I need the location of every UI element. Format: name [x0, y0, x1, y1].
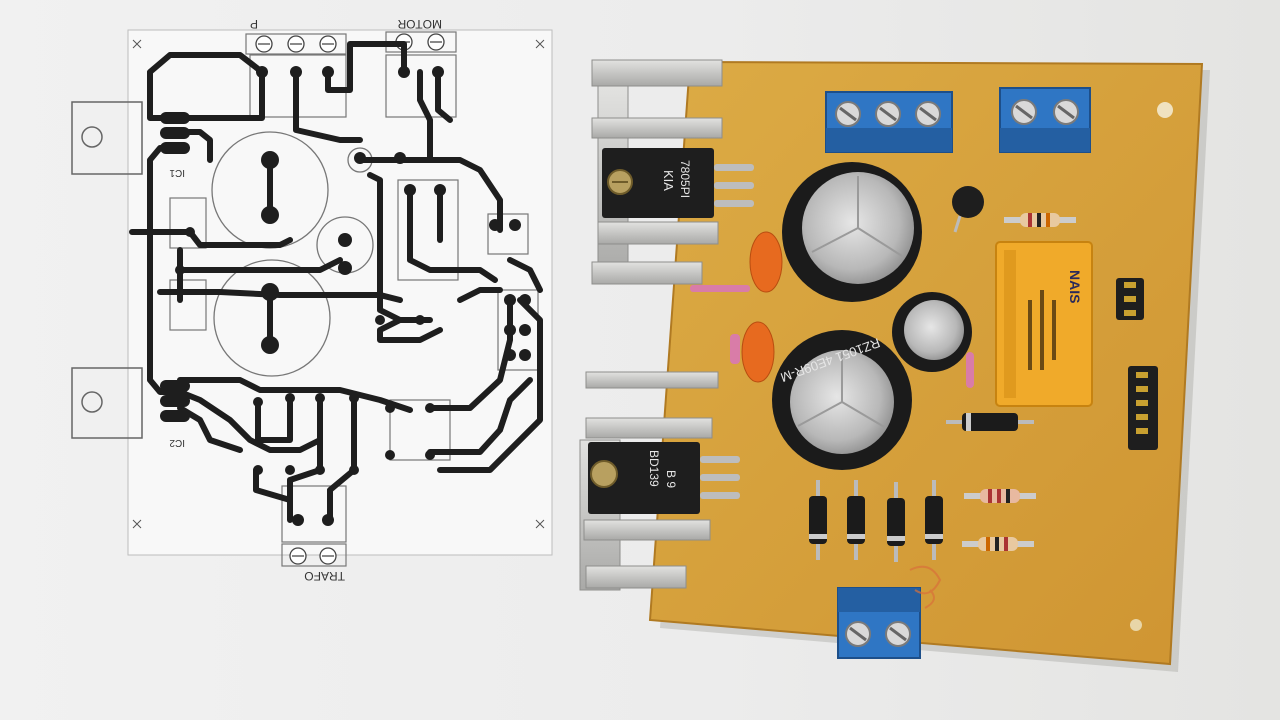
small-transistor — [952, 186, 984, 233]
terminal-block-3pin — [825, 91, 953, 153]
schematic-label-ic2: IC2 — [169, 437, 185, 448]
schematic-paper: P MOTOR TRAFO IC1 IC2 — [71, 17, 553, 583]
relay: NAIS — [995, 241, 1093, 407]
schematic-label-p: P — [250, 17, 258, 31]
electrolytic-capacitor-small — [892, 292, 974, 388]
reg-top-marking-2: 7805PI — [678, 160, 692, 198]
schematic-label-ic1: IC1 — [169, 167, 185, 178]
pcb-board: KIA 7805PI BD139 B 9 — [579, 59, 1210, 672]
marker-scribble — [909, 565, 942, 609]
pcb-pads — [160, 66, 531, 526]
pin-header-3 — [1116, 278, 1144, 320]
terminal-block-2pin-top — [999, 87, 1091, 153]
voltage-regulator-bottom: BD139 B 9 — [588, 442, 740, 514]
regulator-footprints — [71, 101, 143, 439]
electrolytic-capacitor-bottom: RZ1051 4E09R-M — [772, 330, 912, 470]
schematic-label-trafo: TRAFO — [304, 569, 345, 583]
film-capacitors — [690, 231, 783, 383]
mount-hole — [1130, 619, 1142, 631]
reg-bottom-marking-2: B 9 — [664, 470, 678, 488]
mount-hole — [1157, 102, 1173, 118]
schematic-label-motor: MOTOR — [397, 17, 442, 31]
resistors — [962, 213, 1076, 551]
pcb-traces — [129, 41, 543, 523]
electrolytic-capacitor-top — [782, 162, 922, 302]
relay-brand: NAIS — [1067, 270, 1083, 303]
terminal-block-2pin-bottom — [837, 587, 921, 659]
diodes — [809, 413, 1034, 562]
reg-top-marking-1: KIA — [661, 170, 676, 191]
corner-marks — [132, 39, 545, 529]
voltage-regulator-top: KIA 7805PI — [602, 148, 754, 218]
pin-header-5 — [1128, 366, 1158, 450]
reg-bottom-marking-1: BD139 — [647, 450, 661, 487]
